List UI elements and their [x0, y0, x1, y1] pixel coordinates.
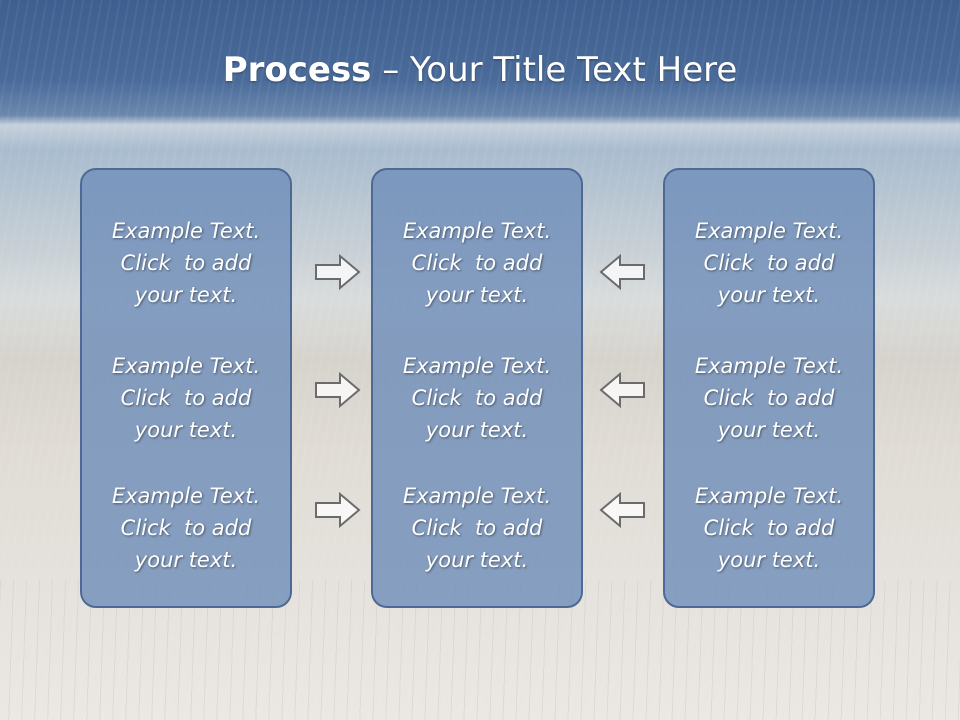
text-line: Click to add	[703, 386, 835, 410]
text-line: Example Text.	[694, 484, 844, 508]
text-line: Example Text.	[111, 354, 261, 378]
text-line: your text.	[717, 418, 821, 442]
text-line: your text.	[134, 548, 238, 572]
text-line: Example Text.	[111, 219, 261, 243]
text-line: your text.	[425, 548, 529, 572]
title-rest: – Your Title Text Here	[371, 50, 738, 90]
text-line: your text.	[134, 283, 238, 307]
left-arrow-icon	[599, 491, 645, 529]
text-block[interactable]: Example Text. Click to add your text.	[82, 215, 290, 311]
process-box-right[interactable]: Example Text. Click to add your text. Ex…	[663, 168, 875, 608]
right-arrow-icon	[315, 491, 361, 529]
text-line: Example Text.	[402, 484, 552, 508]
title-bold: Process	[222, 50, 372, 90]
text-block[interactable]: Example Text. Click to add your text.	[665, 350, 873, 446]
text-line: Click to add	[120, 386, 252, 410]
right-arrow-icon	[315, 371, 361, 409]
slide-title[interactable]: Process – Your Title Text Here	[0, 50, 960, 90]
text-line: Example Text.	[694, 219, 844, 243]
text-line: Click to add	[120, 251, 252, 275]
text-line: Click to add	[411, 516, 543, 540]
text-block[interactable]: Example Text. Click to add your text.	[373, 215, 581, 311]
text-line: Click to add	[120, 516, 252, 540]
text-line: Example Text.	[111, 484, 261, 508]
text-block[interactable]: Example Text. Click to add your text.	[373, 350, 581, 446]
right-arrow-icon	[315, 253, 361, 291]
text-line: your text.	[134, 418, 238, 442]
text-line: Example Text.	[402, 354, 552, 378]
text-block[interactable]: Example Text. Click to add your text.	[665, 215, 873, 311]
text-line: Click to add	[703, 251, 835, 275]
text-line: your text.	[717, 548, 821, 572]
text-line: your text.	[425, 418, 529, 442]
text-block[interactable]: Example Text. Click to add your text.	[373, 480, 581, 576]
text-line: Example Text.	[402, 219, 552, 243]
text-block[interactable]: Example Text. Click to add your text.	[82, 350, 290, 446]
left-arrow-icon	[599, 371, 645, 409]
process-box-center[interactable]: Example Text. Click to add your text. Ex…	[371, 168, 583, 608]
text-line: Example Text.	[694, 354, 844, 378]
text-line: your text.	[717, 283, 821, 307]
process-box-left[interactable]: Example Text. Click to add your text. Ex…	[80, 168, 292, 608]
text-line: Click to add	[411, 251, 543, 275]
text-block[interactable]: Example Text. Click to add your text.	[82, 480, 290, 576]
text-block[interactable]: Example Text. Click to add your text.	[665, 480, 873, 576]
text-line: Click to add	[411, 386, 543, 410]
left-arrow-icon	[599, 253, 645, 291]
text-line: Click to add	[703, 516, 835, 540]
text-line: your text.	[425, 283, 529, 307]
